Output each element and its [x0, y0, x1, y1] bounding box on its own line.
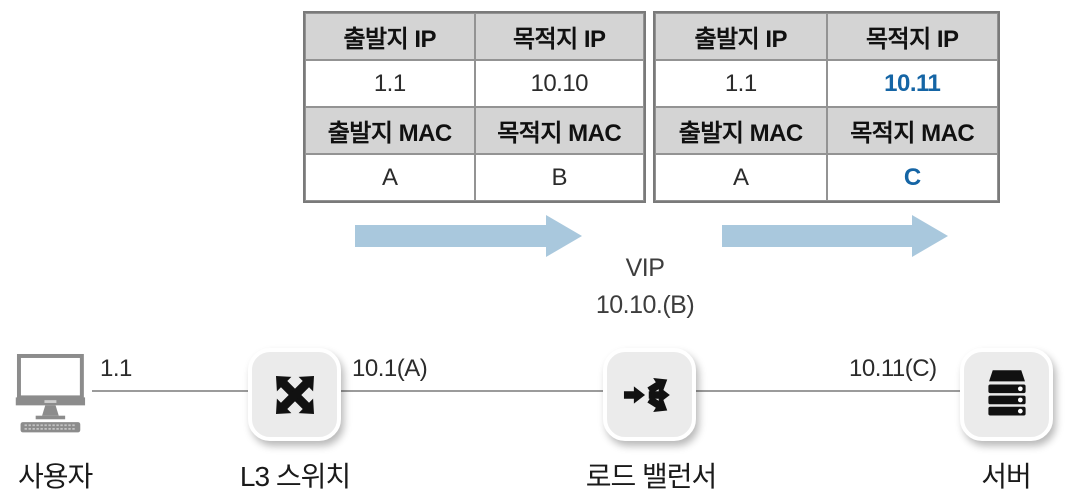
table-value-cell: A: [305, 154, 475, 201]
link-line: [340, 390, 604, 392]
flow-arrow-icon: [722, 215, 948, 257]
link-line: [92, 390, 250, 392]
link-line: [696, 390, 961, 392]
link-label: 10.11(C): [849, 355, 937, 382]
link-label: 10.1(A): [352, 355, 428, 382]
vip-annotation: VIP 10.10.(B): [545, 250, 745, 324]
table-header-cell: 출발지 MAC: [655, 107, 827, 154]
l3-switch-icon: [275, 375, 314, 414]
table-value-cell: 1.1: [655, 60, 827, 107]
vip-address: 10.10.(B): [595, 291, 695, 319]
table-header-cell: 출발지 IP: [305, 13, 475, 60]
table-value-cell: A: [655, 154, 827, 201]
vip-title: VIP: [625, 254, 665, 282]
packet-table-before: 출발지 IP 목적지 IP 1.1 10.10 출발지 MAC 목적지 MAC …: [303, 11, 646, 203]
node-label-user: 사용자: [18, 461, 93, 492]
server-icon: [987, 369, 1026, 415]
table-value-cell: B: [474, 154, 644, 201]
packet-table-after: 출발지 IP 목적지 IP 1.1 10.11 출발지 MAC 목적지 MAC …: [653, 11, 1000, 203]
table-value-cell-changed: C: [826, 154, 998, 201]
link-label: 1.1: [100, 355, 132, 382]
table-value-cell: 1.1: [305, 60, 475, 107]
table-header-cell: 출발지 MAC: [305, 107, 475, 154]
node-label-server: 서버: [981, 461, 1032, 492]
node-label-l3-switch: L3 스위치: [239, 461, 351, 492]
load-balancer-icon: [623, 371, 672, 418]
table-header-cell: 목적지 MAC: [826, 107, 998, 154]
table-value-cell: 10.10: [474, 60, 644, 107]
table-header-cell: 목적지 MAC: [474, 107, 644, 154]
node-label-load-balancer: 로드 밸런서: [585, 461, 718, 492]
table-header-cell: 목적지 IP: [474, 13, 644, 60]
flow-arrow-icon: [355, 215, 582, 257]
node-load-balancer: [603, 348, 696, 441]
node-l3-switch: [248, 348, 341, 441]
table-value-cell-changed: 10.11: [826, 60, 998, 107]
monitor-icon: [15, 353, 86, 433]
table-header-cell: 출발지 IP: [655, 13, 827, 60]
table-header-cell: 목적지 IP: [826, 13, 998, 60]
node-server: [960, 348, 1053, 441]
